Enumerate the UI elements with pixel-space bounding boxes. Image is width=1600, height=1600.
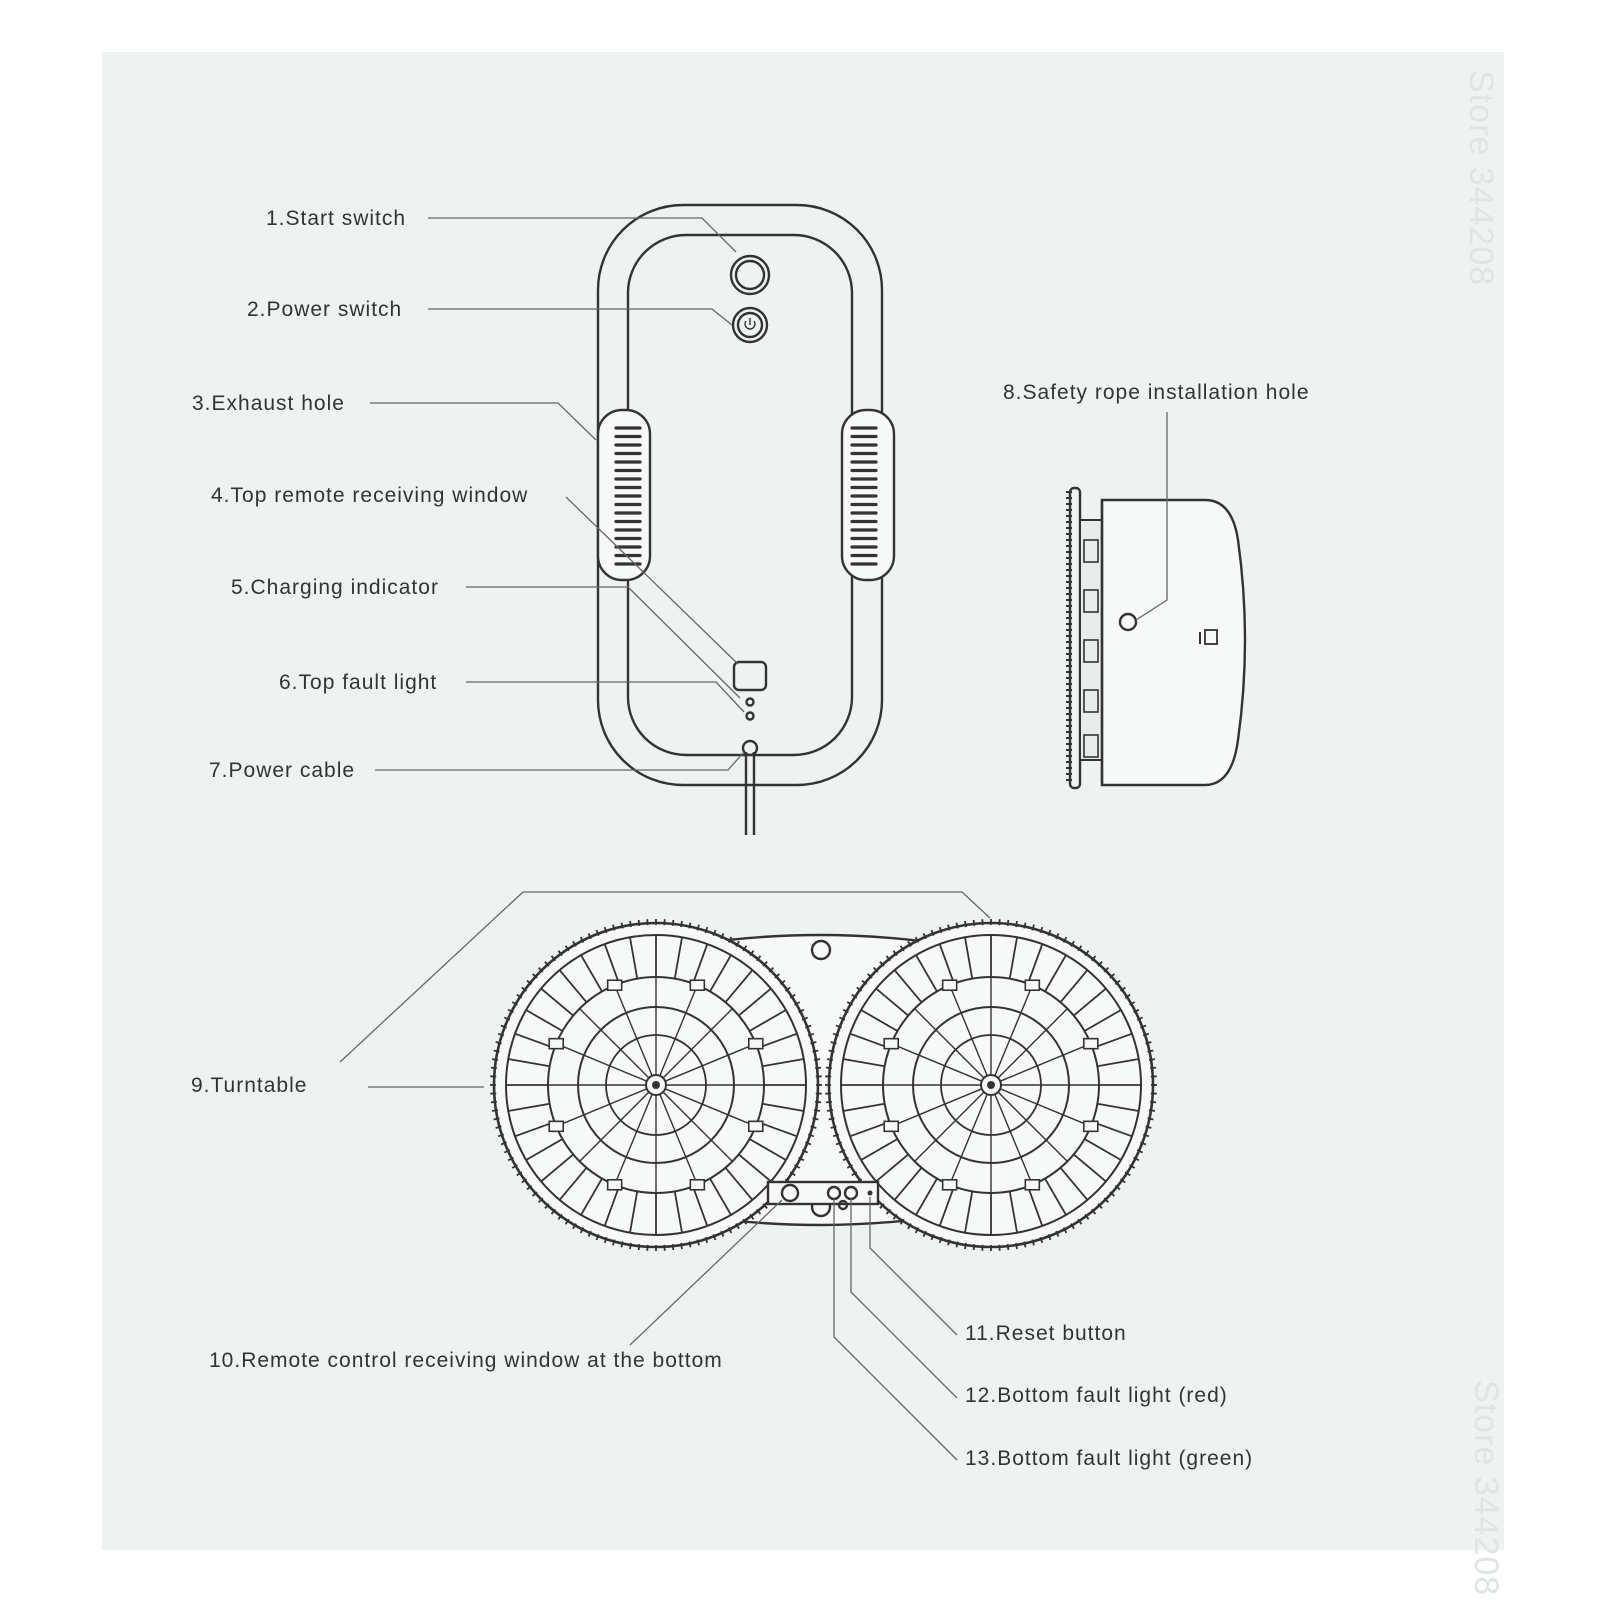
label-charging-indicator: 5.Charging indicator [231, 576, 439, 599]
label-turntable: 9.Turntable [191, 1074, 307, 1097]
label-bottom-fault-light-red: 12.Bottom fault light (red) [965, 1384, 1228, 1407]
label-start-switch: 1.Start switch [266, 207, 406, 230]
label-bottom-remote-receiving-window: 10.Remote control receiving window at th… [209, 1349, 723, 1372]
label-safety-rope-installation-hole: 8.Safety rope installation hole [1003, 381, 1310, 404]
bottom-view-callouts [339, 891, 991, 1461]
label-power-switch: 2.Power switch [247, 298, 402, 321]
bottom-view-device [490, 919, 1157, 1251]
turntable-left [490, 919, 822, 1251]
bottom-control-strip [766, 1180, 880, 1206]
power-switch-icon [731, 306, 769, 344]
safety-rope-callout [1135, 412, 1168, 621]
label-bottom-fault-light-green: 13.Bottom fault light (green) [965, 1447, 1253, 1470]
exhaust-hole-right [840, 408, 896, 582]
top-view-callouts [370, 217, 745, 771]
label-power-cable: 7.Power cable [209, 759, 355, 782]
bottom-remote-window-icon [780, 1183, 800, 1203]
safety-rope-hole-icon [1118, 612, 1138, 632]
label-reset-button: 11.Reset button [965, 1322, 1127, 1345]
diagram-panel [102, 52, 1504, 1550]
watermark-bottom: Store 344208 [1467, 1380, 1505, 1596]
top-view-device [596, 203, 896, 835]
top-fault-light-icon [745, 711, 755, 721]
start-switch-icon [729, 254, 771, 296]
label-top-remote-receiving-window: 4.Top remote receiving window [211, 484, 528, 507]
exhaust-hole-left [596, 408, 652, 582]
side-view-device [1066, 486, 1247, 790]
charging-indicator-icon [745, 697, 755, 707]
label-exhaust-hole: 3.Exhaust hole [192, 392, 345, 415]
reset-button-icon [867, 1190, 873, 1196]
turntable-right [825, 919, 1157, 1251]
top-remote-receiving-window-icon [732, 660, 768, 692]
label-top-fault-light: 6.Top fault light [279, 671, 437, 694]
power-cable-port-icon [741, 739, 759, 757]
watermark-top: Store 344208 [1462, 70, 1500, 286]
